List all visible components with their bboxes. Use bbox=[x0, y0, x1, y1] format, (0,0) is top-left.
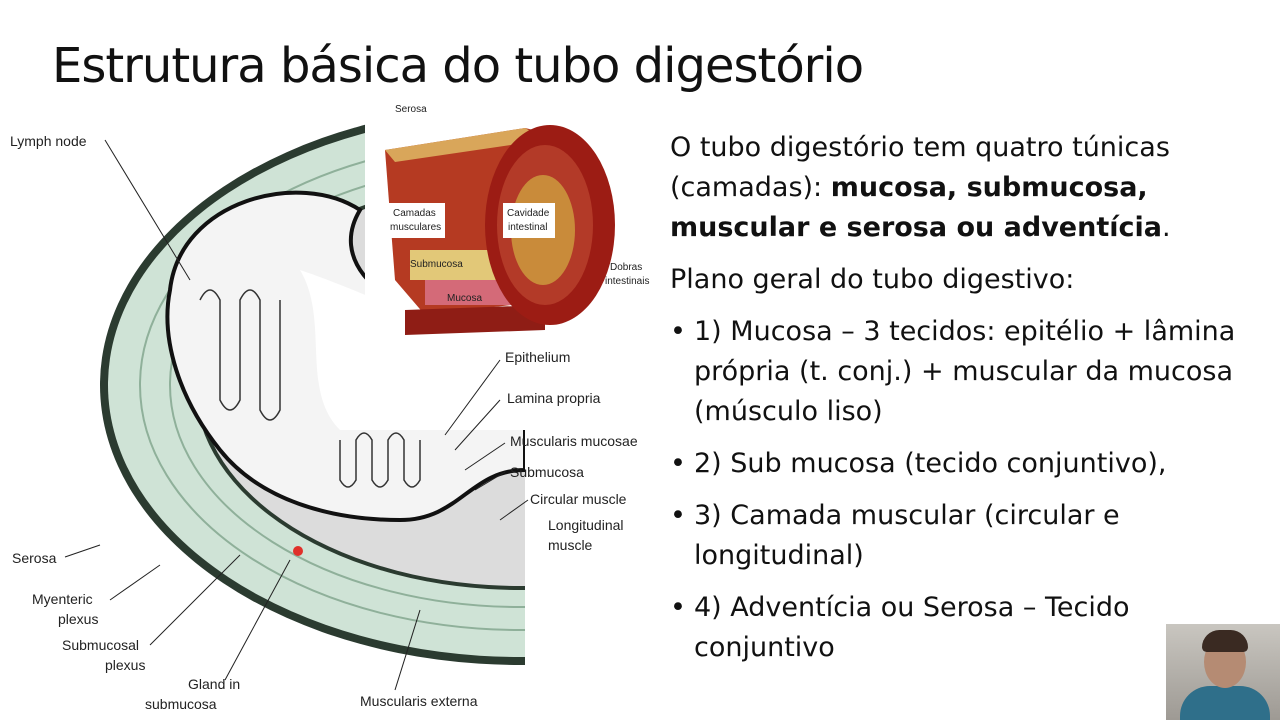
photo-label-camadas: Camadas bbox=[393, 208, 436, 219]
slide-body: O tubo digestório tem quatro túnicas (ca… bbox=[670, 128, 1250, 680]
photo-label-cavidade-2: intestinal bbox=[508, 222, 547, 233]
photo-label-dobras: Dobras bbox=[610, 262, 642, 273]
intro-text: O tubo digestório tem quatro túnicas (ca… bbox=[670, 132, 1170, 203]
label-myenteric-plexus-2: plexus bbox=[58, 611, 98, 627]
label-lamina-propria: Lamina propria bbox=[507, 390, 601, 406]
photo-label-dobras-2: intestinais bbox=[605, 276, 649, 287]
slide-title: Estrutura básica do tubo digestório bbox=[52, 38, 864, 94]
intro-bold: mucosa, submucosa, muscular e serosa ou … bbox=[670, 172, 1162, 243]
label-submucosal-plexus: Submucosal bbox=[62, 637, 139, 653]
photo-label-cavidade: Cavidade bbox=[507, 208, 550, 219]
label-muscularis-externa: Muscularis externa bbox=[360, 693, 478, 709]
label-lymph-node: Lymph node bbox=[10, 133, 87, 149]
bullet-list: 1) Mucosa – 3 tecidos: epitélio + lâmina… bbox=[670, 312, 1250, 668]
label-longitudinal-muscle-2: muscle bbox=[548, 537, 593, 553]
label-gland-2: submucosa bbox=[145, 696, 217, 712]
bullet-item: 2) Sub mucosa (tecido conjuntivo), bbox=[670, 444, 1250, 484]
label-gland: Gland in bbox=[188, 676, 240, 692]
bullet-item: 4) Adventícia ou Serosa – Tecido conjunt… bbox=[670, 588, 1250, 668]
label-circular-muscle: Circular muscle bbox=[530, 491, 627, 507]
presenter-body bbox=[1180, 686, 1270, 720]
bullet-item: 1) Mucosa – 3 tecidos: epitélio + lâmina… bbox=[670, 312, 1250, 432]
label-serosa: Serosa bbox=[12, 550, 57, 566]
photo-label-submucosa: Submucosa bbox=[410, 259, 463, 270]
label-longitudinal-muscle: Longitudinal bbox=[548, 517, 624, 533]
webcam-overlay bbox=[1166, 624, 1280, 720]
subtitle: Plano geral do tubo digestivo: bbox=[670, 264, 1075, 295]
bullet-item: 3) Camada muscular (circular e longitudi… bbox=[670, 496, 1250, 576]
label-epithelium: Epithelium bbox=[505, 349, 570, 365]
label-muscularis-mucosae: Muscularis mucosae bbox=[510, 433, 638, 449]
intro-end: . bbox=[1162, 212, 1171, 243]
label-submucosa: Submucosa bbox=[510, 464, 584, 480]
intro-paragraph: O tubo digestório tem quatro túnicas (ca… bbox=[670, 128, 1250, 248]
intestine-tube-illustration: Serosa Camadas musculares Cavidade intes… bbox=[365, 100, 660, 340]
presenter-hair bbox=[1202, 630, 1248, 652]
label-myenteric-plexus: Myenteric bbox=[32, 591, 93, 607]
photo-label-serosa: Serosa bbox=[395, 104, 427, 115]
gut-wall-diagram: Lymph node Epithelium Lamina propria Mus… bbox=[10, 105, 638, 712]
photo-label-mucosa: Mucosa bbox=[447, 293, 482, 304]
photo-label-camadas-2: musculares bbox=[390, 222, 441, 233]
label-submucosal-plexus-2: plexus bbox=[105, 657, 145, 673]
